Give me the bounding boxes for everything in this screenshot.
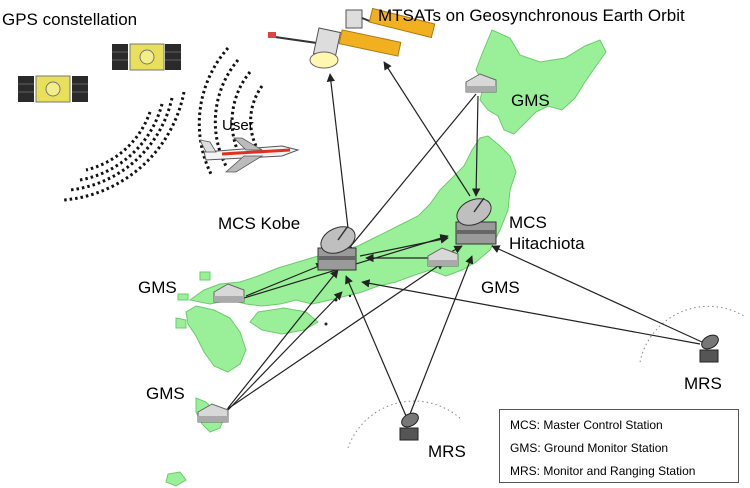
aircraft-icon bbox=[199, 137, 300, 173]
mrs-east-antenna-icon bbox=[699, 334, 719, 363]
island-far-south bbox=[165, 471, 187, 487]
gms-central-label: GMS bbox=[481, 278, 520, 297]
mrs-south-label: MRS bbox=[428, 442, 466, 461]
hokkaido-landmass bbox=[475, 29, 607, 135]
island-north-west bbox=[199, 271, 211, 281]
link-lines bbox=[225, 61, 703, 417]
gps-constellation-label: GPS constellation bbox=[2, 10, 138, 29]
user-label: User bbox=[222, 117, 254, 134]
legend-box: MCS: Master Control Station GMS: Ground … bbox=[499, 409, 739, 483]
mrs-south-antenna-icon bbox=[399, 412, 419, 441]
mcs-kobe-label: MCS Kobe bbox=[218, 214, 301, 233]
mcs-kobe-antenna-icon bbox=[317, 225, 357, 271]
island-west-2 bbox=[177, 293, 189, 301]
mcs-hitachiota-antenna-icon bbox=[455, 197, 497, 245]
legend-item-mrs: MRS: Monitor and Ranging Station bbox=[510, 464, 696, 478]
gms-north-building-icon bbox=[465, 73, 497, 93]
mtsat-satellite-1 bbox=[267, 27, 402, 69]
mrs-east-label: MRS bbox=[684, 374, 722, 393]
gms-west-label: GMS bbox=[138, 278, 177, 297]
shikoku-landmass bbox=[249, 307, 319, 335]
gms-south-label: GMS bbox=[146, 384, 185, 403]
gms-south-building-icon bbox=[197, 403, 229, 423]
gms-central-building-icon bbox=[427, 247, 459, 267]
gps-signal-arcs bbox=[63, 91, 186, 202]
mtsat-satellite-2 bbox=[345, 7, 436, 39]
mcs-hitachiota-label-line1: MCS bbox=[509, 213, 547, 232]
legend-item-gms: GMS: Ground Monitor Station bbox=[510, 441, 669, 455]
kyushu-landmass bbox=[185, 305, 247, 373]
legend-item-mcs: MCS: Master Control Station bbox=[510, 418, 663, 432]
gms-north-label: GMS bbox=[511, 91, 550, 110]
mcs-hitachiota-label-line2: Hitachiota bbox=[509, 234, 585, 253]
diagram-title: MTSATs on Geosynchronous Earth Orbit bbox=[378, 6, 685, 25]
gps-satellite-2 bbox=[18, 75, 88, 103]
gms-west-building-icon bbox=[213, 283, 245, 303]
island-west-1 bbox=[175, 317, 187, 329]
islet-dots bbox=[324, 294, 352, 326]
mrs-coverage-arcs bbox=[347, 305, 745, 449]
gps-satellite-1 bbox=[112, 43, 181, 71]
